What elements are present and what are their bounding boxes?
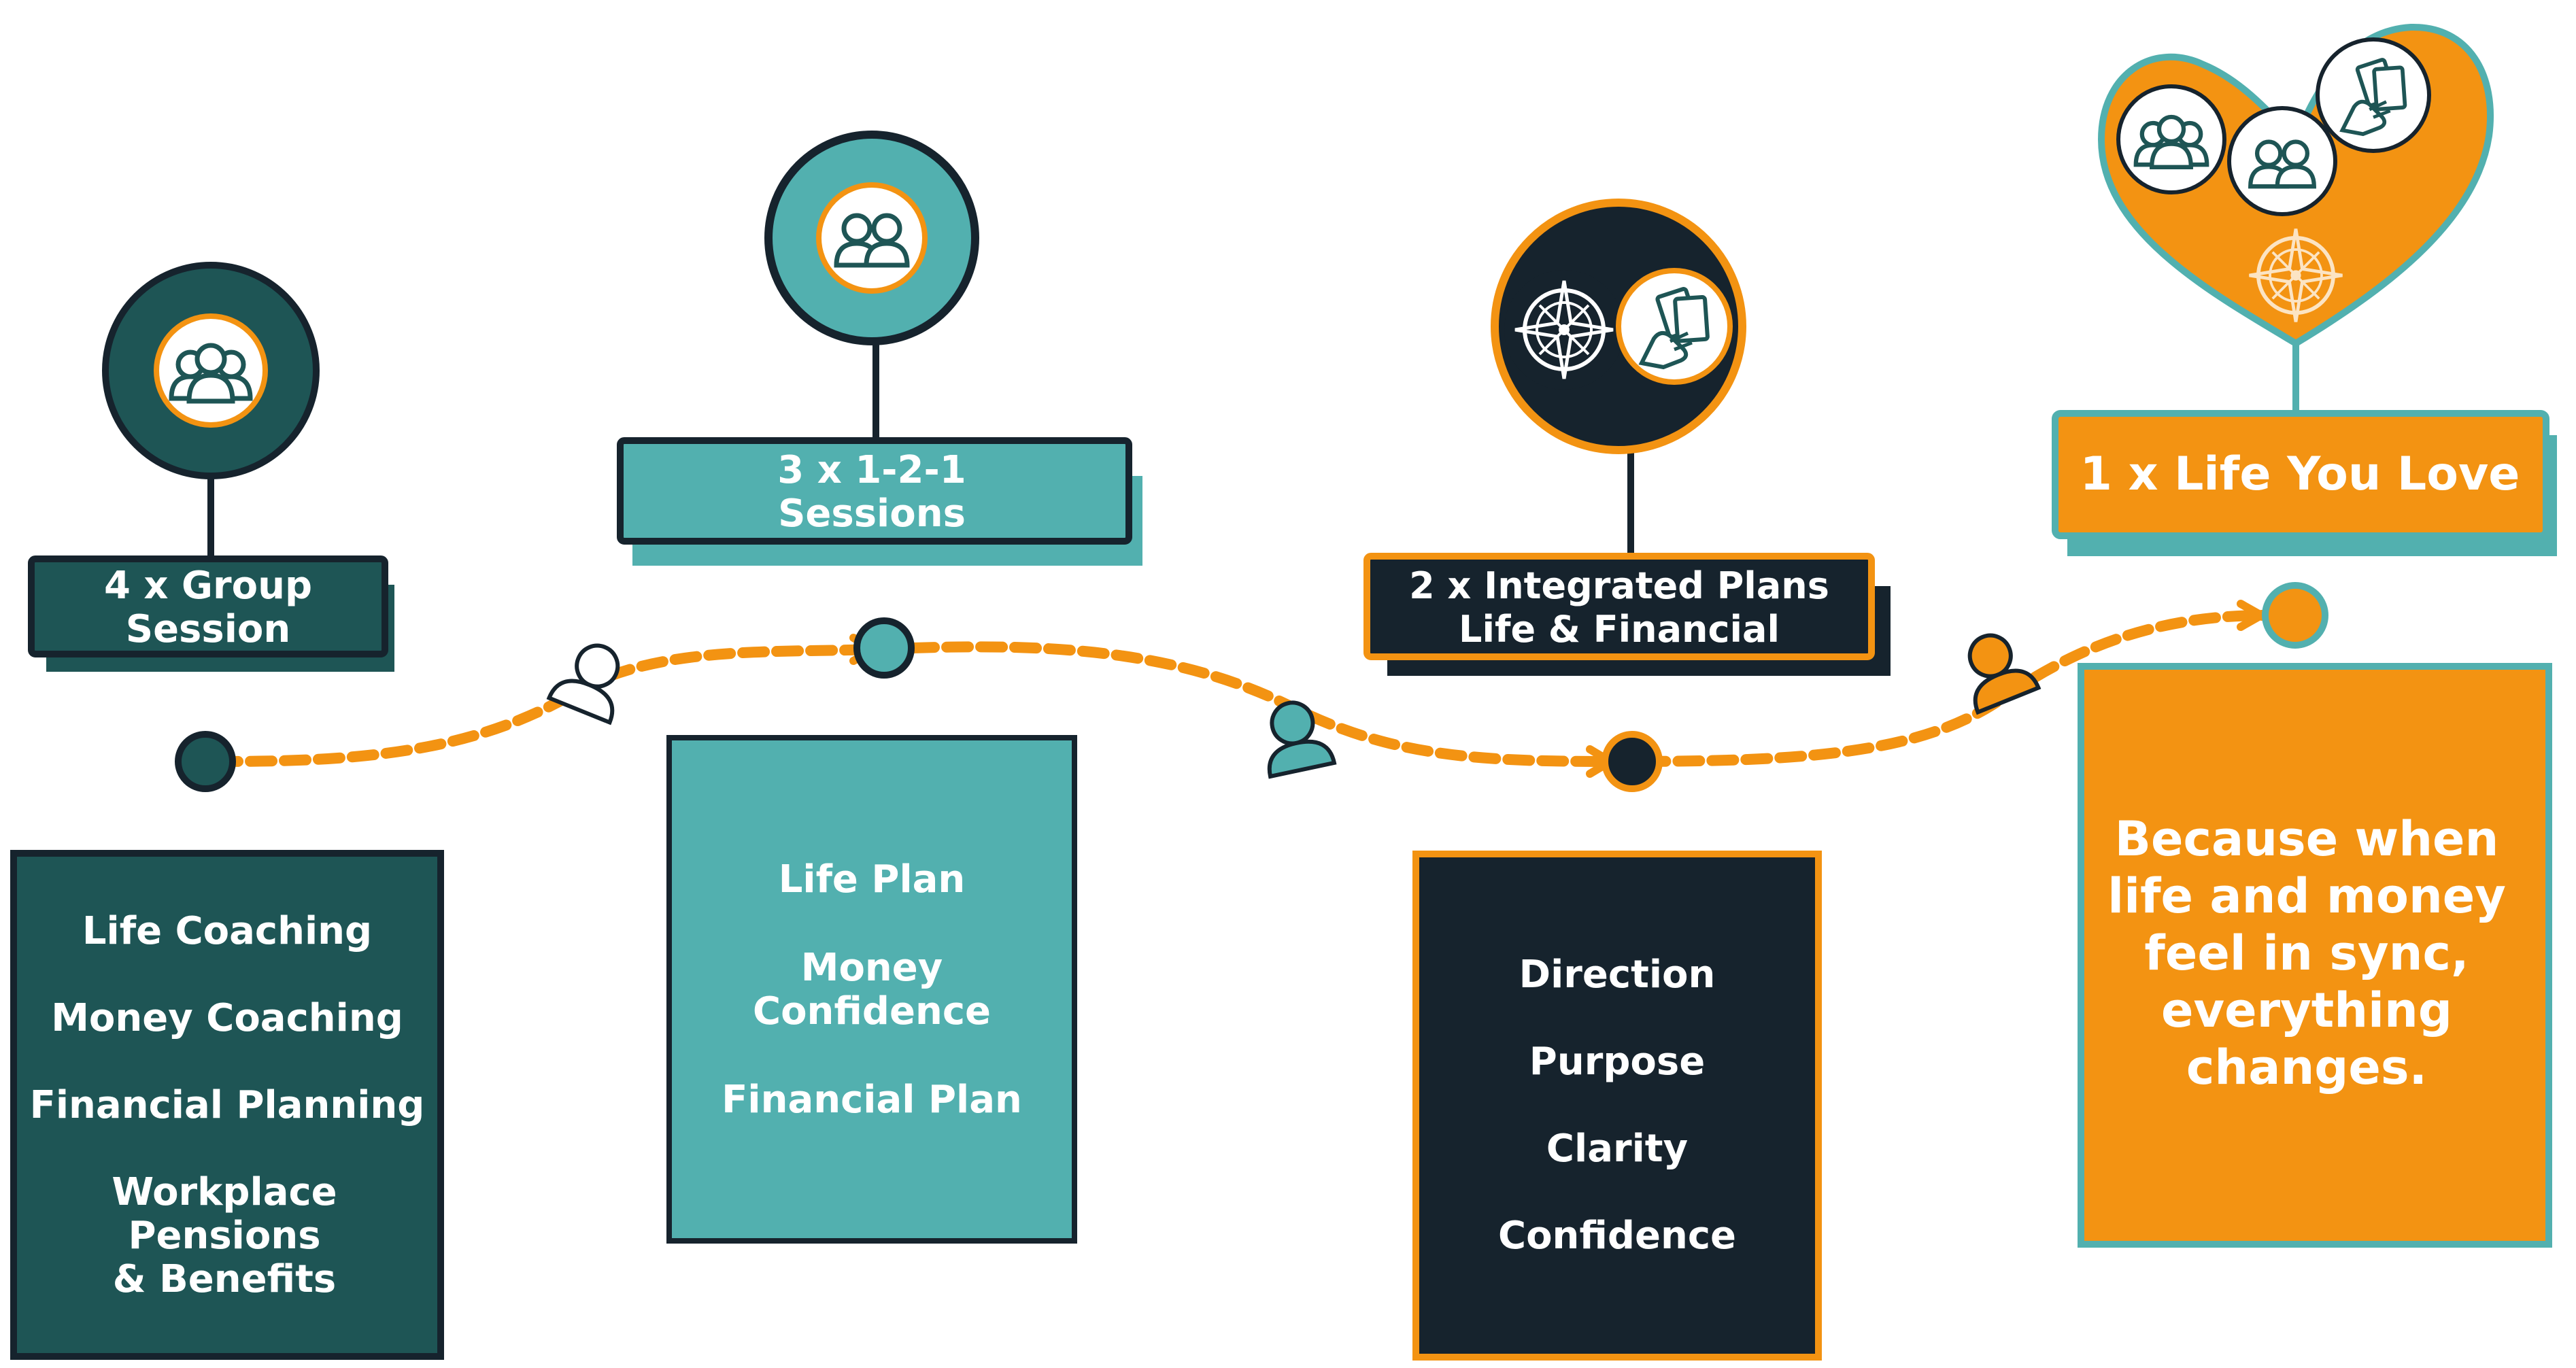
stage-4-title: 1 x Life You Love xyxy=(2080,447,2520,501)
stage-4-item-2: life and money xyxy=(2107,868,2506,924)
stage-2-item-1: Life Plan xyxy=(779,857,966,902)
stage-1-item-5: Pensions xyxy=(128,1214,320,1258)
stage-2-item-3: Confidence xyxy=(753,989,991,1033)
journey-dot-4 xyxy=(2262,582,2328,649)
person-outline-icon xyxy=(549,635,635,723)
journey-dot-3 xyxy=(1601,731,1663,792)
stage-4-detail-box xyxy=(2078,663,2552,1248)
stage-2-title-box xyxy=(617,437,1132,545)
stage-3-item-2: Purpose xyxy=(1529,1040,1705,1084)
person-teal-icon xyxy=(1256,696,1334,776)
stage-2-title-line-1: 3 x 1-2-1 xyxy=(777,448,966,492)
person-orange-icon xyxy=(1952,625,2038,713)
stage-4-item-1: Because when xyxy=(2115,811,2499,867)
stage-4-item-4: everything xyxy=(2161,982,2452,1038)
stage-1-item-1: Life Coaching xyxy=(82,909,372,953)
stage-1-item-3: Financial Planning xyxy=(30,1083,425,1127)
stage-2: 3 x 1-2-1 Sessions Life Plan Money Confi… xyxy=(617,131,1142,1244)
stage-3-title-box xyxy=(1363,553,1875,660)
stage-1-title-line-2: Session xyxy=(126,607,291,651)
stage-1-item-2: Money Coaching xyxy=(51,996,403,1040)
stage-3-detail-box xyxy=(1412,851,1822,1361)
stage-4: 1 x Life You Love Because when life and … xyxy=(2052,23,2557,1248)
stage-1-item-4: Workplace xyxy=(112,1170,337,1214)
stage-3-title-line-2: Life & Financial xyxy=(1459,608,1780,651)
stage-1-title-box xyxy=(28,555,388,657)
stage-2-icon-badge xyxy=(816,182,928,294)
stage-3-item-3: Clarity xyxy=(1546,1127,1688,1171)
stage-1: 4 x Group Session Life Coaching Money Co… xyxy=(10,262,444,1360)
stage-2-item-4: Financial Plan xyxy=(722,1078,1022,1122)
stage-4-title-box xyxy=(2052,410,2549,539)
stage-4-item-3: feel in sync, xyxy=(2144,925,2469,981)
journey-path xyxy=(211,610,2270,768)
group-icon xyxy=(2136,117,2207,167)
stage-4-pair-badge xyxy=(2227,106,2337,216)
group-icon xyxy=(171,345,250,401)
stage-1-detail-box xyxy=(10,850,444,1360)
stage-2-item-2: Money xyxy=(801,946,943,990)
stage-1-title-line-1: 4 x Group xyxy=(104,564,312,608)
stage-2-detail-box xyxy=(666,735,1077,1244)
stage-3: 2 x Integrated Plans Life & Financial Di… xyxy=(1363,199,1891,1361)
stage-1-item-6: & Benefits xyxy=(113,1257,336,1301)
stage-3-item-1: Direction xyxy=(1519,953,1716,997)
stage-3-title-line-1: 2 x Integrated Plans xyxy=(1409,564,1829,607)
journey-dot-2 xyxy=(853,617,915,679)
arrow-head-3 xyxy=(2237,600,2270,631)
stage-3-item-4: Confidence xyxy=(1498,1214,1736,1258)
stage-2-title-line-2: Sessions xyxy=(778,492,966,536)
stage-4-item-5: changes. xyxy=(2186,1040,2427,1095)
journey-dot-1 xyxy=(175,731,236,792)
